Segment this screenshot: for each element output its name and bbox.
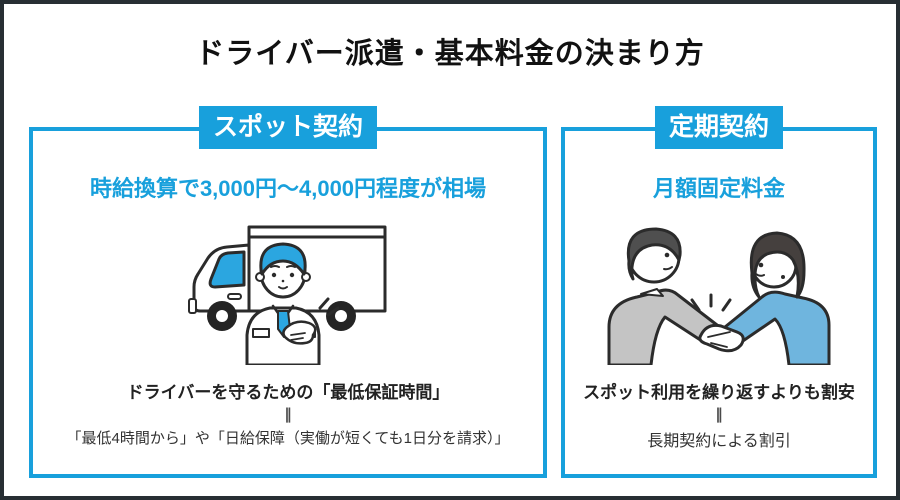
- regular-heading: 月額固定料金: [652, 176, 785, 201]
- spot-equals-symbol: ‖: [284, 405, 292, 423]
- handshake-illustration: [599, 215, 839, 370]
- truck-driver-illustration: [173, 215, 403, 370]
- spot-caption-note: 「最低4時間から」や「日給保障（実働が短くても1日分を請求）」: [66, 430, 510, 447]
- spot-contract-badge: スポット契約: [198, 106, 378, 149]
- handshake-icon: [607, 227, 831, 367]
- regular-caption-note: 長期契約による割引: [647, 433, 791, 450]
- page-title: ドライバー派遣・基本料金の決まり方: [195, 38, 705, 70]
- panel-spot-contract: スポット契約 時給換算で3,000円〜4,000円程度が相場: [29, 106, 547, 478]
- panel-regular-contract: 定期契約 月額固定料金: [561, 106, 877, 478]
- truck-driver-icon: [188, 225, 387, 367]
- spot-caption-bold: ドライバーを守るための「最低保証時間」: [126, 383, 450, 402]
- regular-equals-symbol: ‖: [715, 405, 723, 423]
- regular-contract-badge: 定期契約: [654, 106, 784, 149]
- regular-caption-bold: スポット利用を繰り返すよりも割安: [583, 383, 855, 402]
- spot-heading: 時給換算で3,000円〜4,000円程度が相場: [89, 176, 487, 201]
